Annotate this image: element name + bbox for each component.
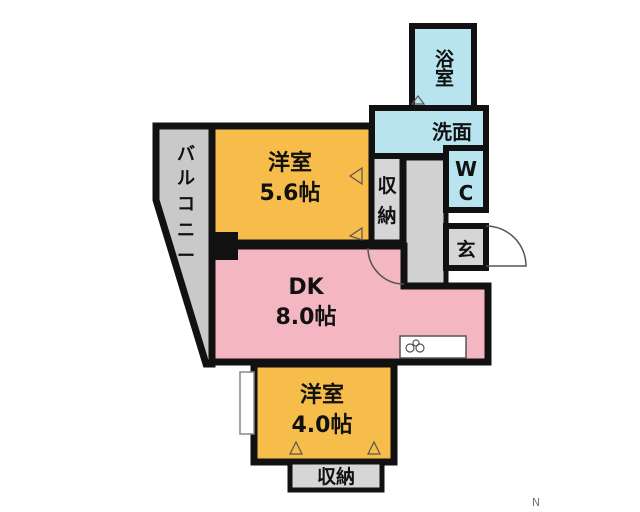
entrance-label: 玄 — [456, 238, 475, 261]
wc-label-c: C — [459, 181, 474, 205]
dk-size: 8.0帖 — [276, 305, 337, 330]
hallway — [401, 155, 449, 289]
closet-bottom-label: 収納 — [317, 465, 355, 488]
south-room-size: 4.0帖 — [292, 413, 353, 438]
south-room-name: 洋室 — [300, 382, 344, 408]
dk-door-swing — [367, 247, 405, 285]
south-room-window — [239, 371, 255, 435]
washroom — [369, 105, 489, 159]
kitchen-counter — [399, 335, 467, 359]
dk — [208, 242, 492, 366]
balcony-label-4: ニ — [177, 220, 195, 241]
bath-label: 浴室 — [432, 49, 454, 87]
balcony-label-2: ル — [177, 168, 195, 189]
dk-name: DK — [288, 275, 324, 300]
west-room-name: 洋室 — [268, 150, 312, 176]
balcony-label-3: コ — [177, 194, 195, 215]
wc-label-w: W — [455, 157, 477, 181]
entrance — [443, 223, 489, 271]
entrance-door-swing — [485, 225, 527, 267]
west-room-size: 5.6帖 — [260, 181, 321, 206]
closet-middle-label-2: 納 — [377, 204, 396, 227]
balcony-label-1: バ — [177, 144, 195, 165]
wc — [443, 145, 489, 213]
west-room — [208, 122, 376, 247]
closet-middle — [369, 153, 405, 245]
washroom-label: 洗面 — [432, 120, 472, 144]
bath — [409, 23, 477, 111]
compass-label: N — [532, 496, 540, 509]
balcony-label-5: ー — [177, 246, 195, 267]
closet-bottom — [287, 459, 385, 493]
column — [210, 232, 238, 260]
closet-middle-label-1: 収 — [377, 175, 397, 197]
